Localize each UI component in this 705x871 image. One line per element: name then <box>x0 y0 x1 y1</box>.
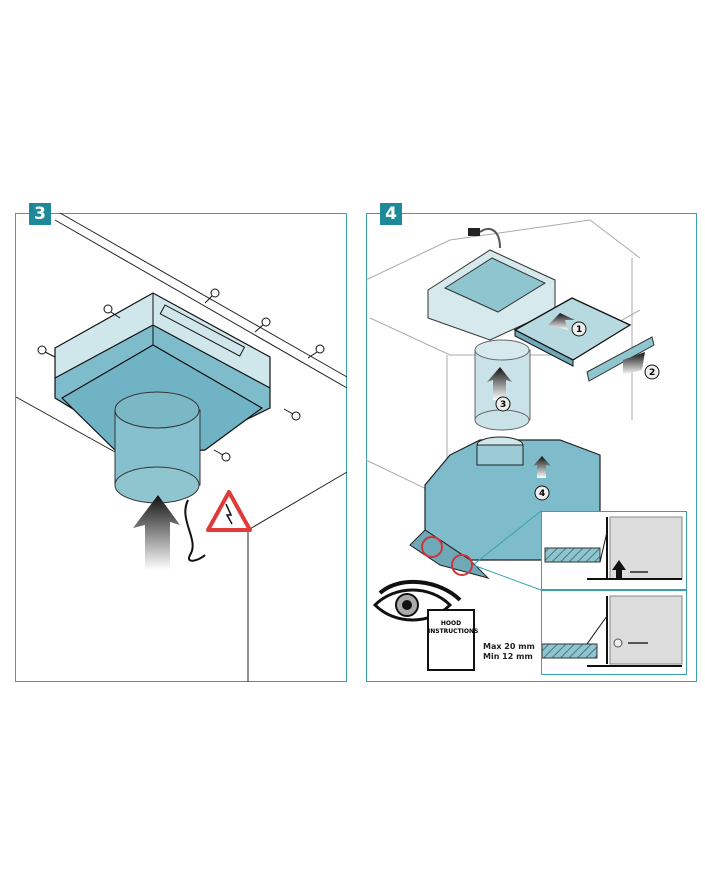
callout-4: 4 <box>539 489 545 499</box>
highlight-circle <box>421 536 443 558</box>
measurement-max: Max 20 mm <box>483 642 535 651</box>
motor-unit <box>427 249 556 341</box>
callout-1: 1 <box>576 325 582 335</box>
manual-document-icon <box>427 609 475 671</box>
measurement-min: Min 12 mm <box>483 652 533 661</box>
callout-3: 3 <box>500 400 506 410</box>
upward-arrow-icon <box>133 495 180 570</box>
power-plug-icon <box>468 228 501 249</box>
cabinet-edge-line <box>15 396 116 453</box>
electrical-hazard-warning-icon <box>206 490 252 532</box>
mounting-bracket <box>586 336 655 382</box>
hood-instructions-label: HOOD INSTRUCTIONS <box>428 620 479 636</box>
duct-cylinder <box>474 339 531 431</box>
ceiling-edge-line <box>54 219 348 389</box>
push-arrow <box>623 352 645 375</box>
screw-icon <box>37 288 325 462</box>
callout-2: 2 <box>649 368 655 378</box>
detail-6-box <box>541 590 687 675</box>
duct-cylinder <box>114 391 201 504</box>
power-cable-icon <box>184 499 206 562</box>
step-4-badge: 4 <box>380 203 402 225</box>
cabinet-edge-line <box>247 471 348 531</box>
thickness-measurement: Max 20 mm Min 12 mm <box>483 642 535 662</box>
step-3-illustration <box>15 212 348 682</box>
highlight-circle <box>451 554 473 576</box>
step-3-badge: 3 <box>29 203 51 225</box>
detail-5-box <box>541 511 687 590</box>
manual-label-line2: INSTRUCTIONS <box>428 628 479 635</box>
manual-label-line1: HOOD <box>440 620 462 627</box>
ceiling-edge-line <box>59 212 348 378</box>
